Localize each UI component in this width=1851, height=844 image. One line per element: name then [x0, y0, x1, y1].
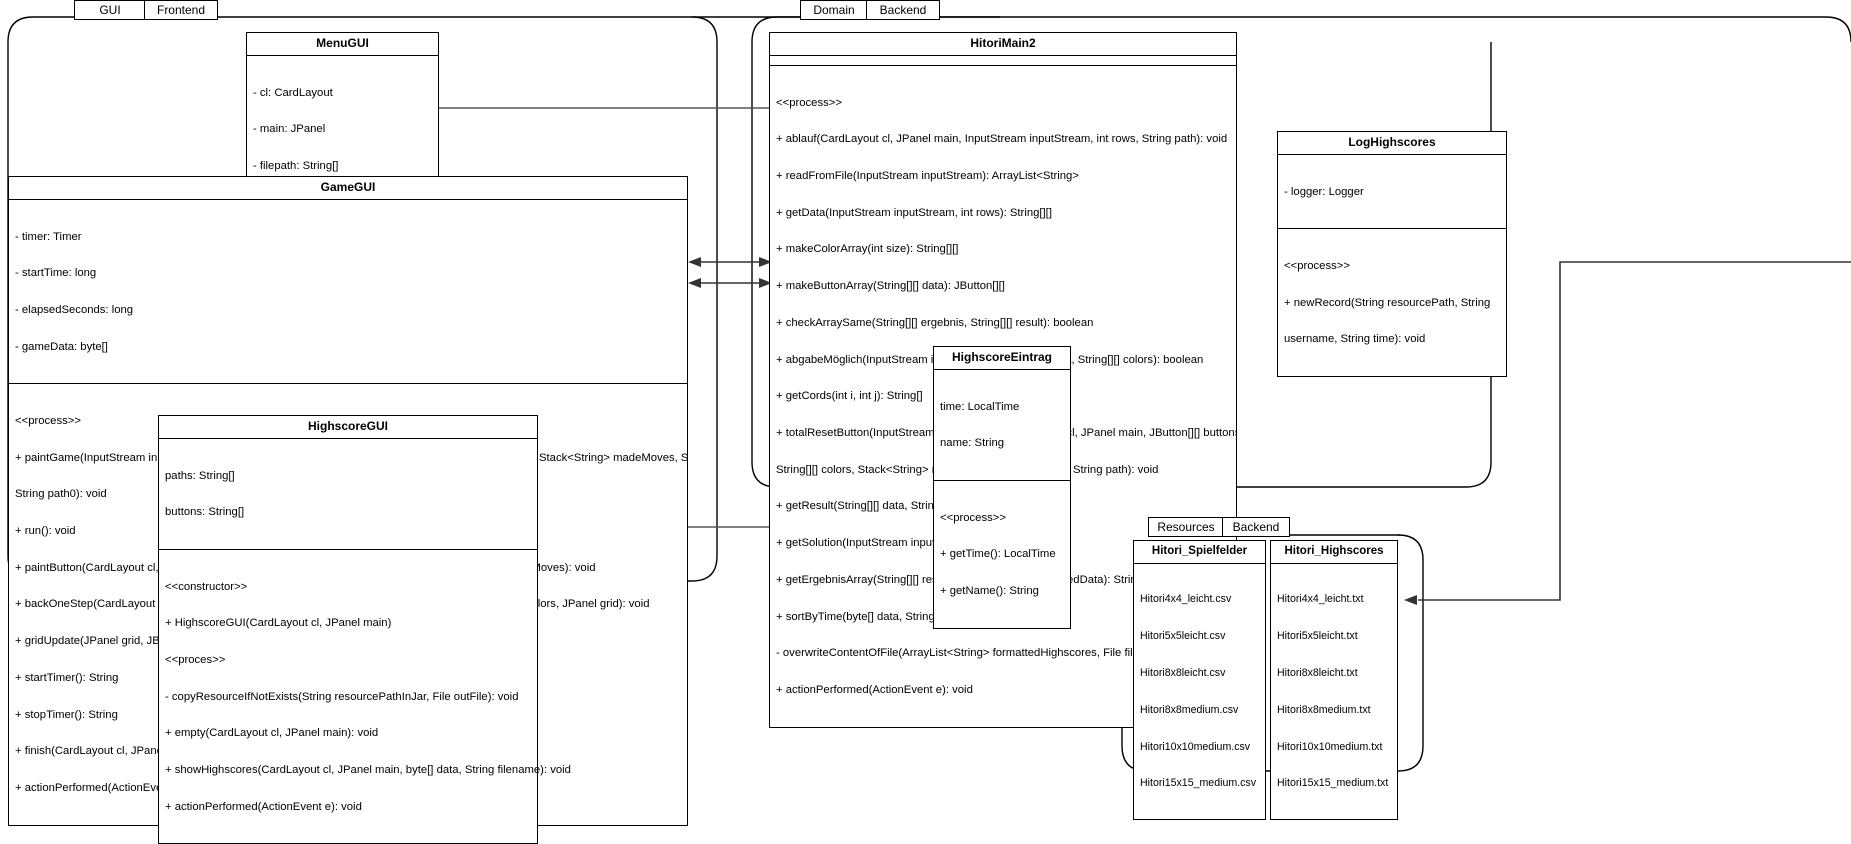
operation: + getName(): String [940, 584, 1039, 597]
operation: <<process>> [940, 511, 1006, 524]
package-tab-resources: Resources [1148, 517, 1224, 537]
operation: + getCords(int i, int j): String[] [776, 390, 923, 403]
list-item: Hitori10x10medium.txt [1277, 740, 1383, 753]
attribute: - elapsedSeconds: long [15, 304, 134, 317]
class-attributes-loghighscores: - logger: Logger [1278, 155, 1506, 230]
operation: + getData(InputStream inputStream, int r… [776, 206, 1052, 219]
class-title-hitori-highscores: Hitori_Highscores [1271, 541, 1397, 564]
package-tab-gui: GUI [74, 0, 146, 20]
class-attributes-hitorimain2 [770, 56, 1236, 67]
list-item: Hitori4x4_leicht.csv [1140, 593, 1232, 606]
package-tab-backend: Backend [866, 0, 940, 20]
operation: + actionPerformed(ActionEvent e): void [165, 800, 362, 813]
attribute: name: String [940, 437, 1005, 450]
operation: + stopTimer(): String [15, 708, 118, 721]
operation: + actionPerformed(ActionEvent e): void [776, 683, 973, 696]
operation: String path0): void [15, 488, 107, 501]
operation: + checkArraySame(String[][] ergebnis, St… [776, 316, 1094, 329]
class-box-highscoreeintrag[interactable]: HighscoreEintrag time: LocalTime name: S… [933, 346, 1071, 629]
class-attributes-menugui: - cl: CardLayout - main: JPanel - filepa… [247, 56, 438, 204]
list-item: Hitori15x15_medium.csv [1140, 777, 1256, 790]
attribute: - filepath: String[] [253, 160, 339, 173]
class-operations-highscoregui: <<constructor>> + HighscoreGUI(CardLayou… [159, 550, 571, 843]
class-box-hitori-spielfelder[interactable]: Hitori_Spielfelder Hitori4x4_leicht.csv … [1133, 540, 1266, 821]
package-tab-resources-label: Resources [1157, 520, 1215, 534]
file-list-highscores: Hitori4x4_leicht.txt Hitori5x5leicht.txt… [1271, 564, 1397, 820]
operation: <<process>> [776, 96, 842, 109]
file-list-spielfelder: Hitori4x4_leicht.csv Hitori5x5leicht.csv… [1134, 564, 1265, 820]
operation: + readFromFile(InputStream inputStream):… [776, 170, 1079, 183]
attribute: buttons: String[] [165, 506, 245, 519]
package-tab-gui-label: GUI [99, 3, 121, 17]
package-tab-domain: Domain [800, 0, 868, 20]
operation: username, String time): void [1284, 333, 1426, 346]
list-item: Hitori8x8medium.csv [1140, 703, 1239, 716]
class-title-menugui: MenuGUI [247, 33, 438, 57]
attribute: - cl: CardLayout [253, 86, 333, 99]
package-tab-frontend: Frontend [144, 0, 218, 20]
diagram-canvas: GUI Frontend Domain Backend Resources Ba… [7, 0, 1851, 844]
class-operations-loghighscores: <<process>> + newRecord(String resourceP… [1278, 229, 1506, 376]
operation: <<process>> [1284, 259, 1350, 272]
package-tab-resources-backend: Backend [1222, 517, 1290, 537]
assoc-loghighscores-highscores-files [1404, 261, 1851, 605]
list-item: Hitori8x8leicht.csv [1140, 666, 1226, 679]
assoc-gamegui-hitorimain2 [688, 257, 772, 267]
operation: <<proces>> [165, 653, 226, 666]
class-attributes-highscoreeintrag: time: LocalTime name: String [934, 370, 1070, 482]
operation: <<process>> [15, 414, 81, 427]
operation: + showHighscores(CardLayout cl, JPanel m… [165, 764, 571, 777]
list-item: Hitori8x8medium.txt [1277, 703, 1371, 716]
class-title-loghighscores: LogHighscores [1278, 132, 1506, 156]
operation: + ablauf(CardLayout cl, JPanel main, Inp… [776, 133, 1228, 146]
list-item: Hitori5x5leicht.txt [1277, 630, 1358, 643]
class-title-hitori-spielfelder: Hitori_Spielfelder [1134, 541, 1265, 564]
operation: + startTimer(): String [15, 671, 119, 684]
attribute: paths: String[] [165, 469, 235, 482]
attribute: - logger: Logger [1284, 185, 1364, 198]
operation: + makeColorArray(int size): String[][] [776, 243, 959, 256]
package-outline-gui-frontend [7, 16, 1000, 43]
class-box-loghighscores[interactable]: LogHighscores - logger: Logger <<process… [1277, 131, 1507, 377]
class-title-hitorimain2: HitoriMain2 [770, 33, 1236, 57]
class-title-gamegui: GameGUI [9, 177, 687, 201]
list-item: Hitori15x15_medium.txt [1277, 777, 1389, 790]
operation: + getTime(): LocalTime [940, 548, 1056, 561]
operation: <<constructor>> [165, 580, 248, 593]
operation: - copyResourceIfNotExists(String resourc… [165, 690, 519, 703]
attribute: - startTime: long [15, 267, 97, 280]
class-box-highscoregui[interactable]: HighscoreGUI paths: String[] buttons: St… [158, 415, 571, 844]
class-attributes-highscoregui: paths: String[] buttons: String[] [159, 439, 537, 551]
class-attributes-gamegui: - timer: Timer - startTime: long - elaps… [9, 200, 687, 385]
list-item: Hitori8x8leicht.txt [1277, 666, 1358, 679]
attribute: - timer: Timer [15, 230, 82, 243]
package-tab-domain-label: Domain [813, 3, 855, 17]
attribute: - gameData: byte[] [15, 340, 108, 353]
assoc-gamegui-hitorimain2-2 [688, 278, 772, 288]
operation: + empty(CardLayout cl, JPanel main): voi… [165, 727, 379, 740]
package-tab-resources-backend-label: Backend [1232, 520, 1280, 534]
operation: + HighscoreGUI(CardLayout cl, JPanel mai… [165, 617, 392, 630]
package-outline-domain-backend [751, 16, 1851, 43]
attribute: - main: JPanel [253, 123, 326, 136]
operation: + run(): void [15, 525, 76, 538]
attribute: time: LocalTime [940, 400, 1020, 413]
class-operations-highscoreeintrag: <<process>> + getTime(): LocalTime + get… [934, 481, 1070, 628]
operation: + newRecord(String resourcePath, String [1284, 296, 1491, 309]
package-tab-backend-label: Backend [879, 3, 927, 17]
list-item: Hitori10x10medium.csv [1140, 740, 1251, 753]
list-item: Hitori4x4_leicht.txt [1277, 593, 1364, 606]
class-box-hitori-highscores[interactable]: Hitori_Highscores Hitori4x4_leicht.txt H… [1270, 540, 1398, 821]
list-item: Hitori5x5leicht.csv [1140, 630, 1226, 643]
package-tab-frontend-label: Frontend [156, 3, 206, 17]
operation: + makeButtonArray(String[][] data): JBut… [776, 280, 1005, 293]
class-title-highscoreeintrag: HighscoreEintrag [934, 347, 1070, 371]
class-title-highscoregui: HighscoreGUI [159, 416, 537, 440]
